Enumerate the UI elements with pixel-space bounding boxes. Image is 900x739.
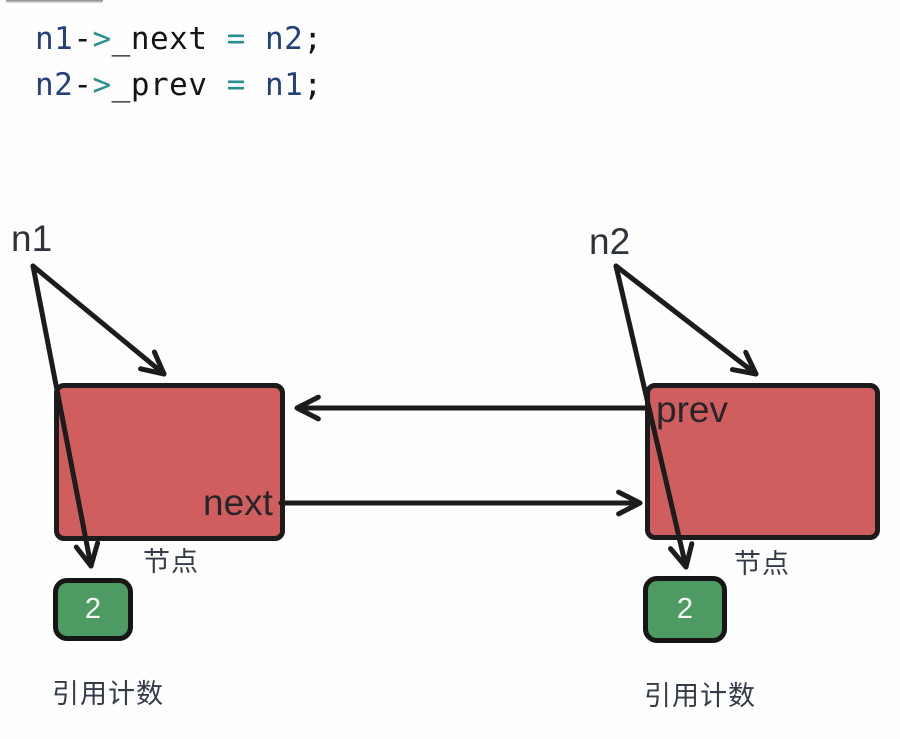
refcount-box-right: 2 xyxy=(643,576,727,643)
code-line-1: n1->_next = n2; xyxy=(35,16,323,62)
code-token: n1 xyxy=(265,67,304,103)
code-token: n1 xyxy=(35,21,74,57)
code-token: n2 xyxy=(265,21,304,57)
code-token: _next xyxy=(111,21,208,57)
refcount-value-right: 2 xyxy=(676,593,694,625)
refcount-value-left: 2 xyxy=(84,593,102,625)
cutoff-top-element xyxy=(6,0,103,3)
refcount-caption-right: 引用计数 xyxy=(644,681,756,711)
code-token: ; xyxy=(303,21,323,57)
code-token xyxy=(208,21,227,57)
code-block: n1->_next = n2; n2->_prev = n1; xyxy=(35,16,323,108)
field-label-prev: prev xyxy=(656,389,728,430)
code-token: n2 xyxy=(35,67,74,103)
code-token: ; xyxy=(303,67,323,103)
pointer-label-n1: n1 xyxy=(11,218,53,259)
n2-to-node-arrow xyxy=(613,263,759,377)
code-line-2: n2->_prev = n1; xyxy=(35,62,323,108)
n1-to-node-arrow xyxy=(30,263,167,377)
code-token: - xyxy=(73,67,93,103)
code-token: - xyxy=(73,21,93,57)
prev-pointer-arrow xyxy=(294,394,648,422)
code-token: > xyxy=(92,21,112,57)
code-token: > xyxy=(92,67,112,103)
code-token: = xyxy=(226,67,246,103)
next-pointer-arrow xyxy=(278,489,643,517)
node-caption-right: 节点 xyxy=(734,549,790,579)
code-token xyxy=(208,67,227,103)
pointer-label-n2: n2 xyxy=(589,221,631,262)
refcount-box-left: 2 xyxy=(53,578,133,641)
code-token: _prev xyxy=(111,67,208,103)
node-caption-left: 节点 xyxy=(143,547,199,577)
code-token: = xyxy=(226,21,246,57)
code-token xyxy=(246,21,265,57)
code-token xyxy=(246,67,265,103)
refcount-caption-left: 引用计数 xyxy=(52,679,164,709)
field-label-next: next xyxy=(203,482,273,523)
